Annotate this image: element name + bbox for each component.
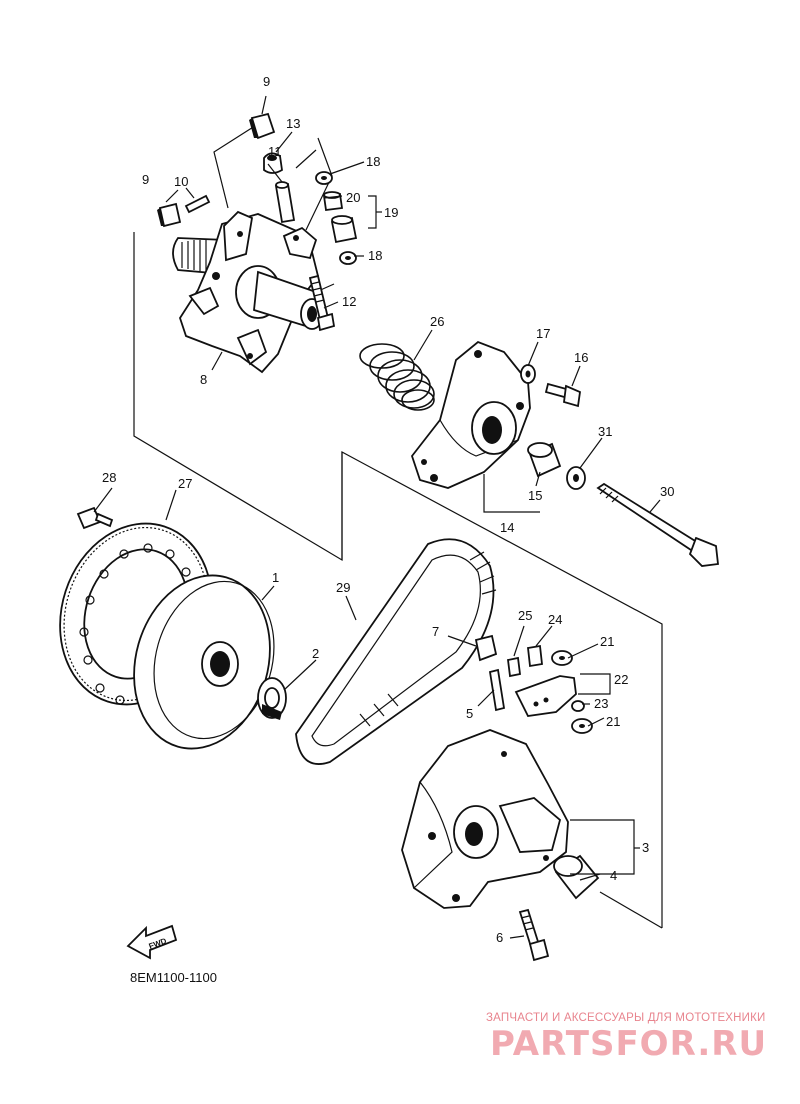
callout-30: 30 (660, 484, 674, 499)
part-28-bolt (76, 506, 114, 530)
callout-27: 27 (178, 476, 192, 491)
part-4-collar (553, 854, 600, 900)
part-5-pin (488, 668, 506, 712)
callout-28: 28 (102, 470, 116, 485)
callout-4: 4 (610, 868, 617, 883)
part-21-washer-bottom (571, 718, 593, 734)
callout-7: 7 (432, 624, 439, 639)
callout-9-left: 9 (142, 172, 149, 187)
callout-20: 20 (346, 190, 360, 205)
part-31-washer (566, 466, 586, 490)
callout-19: 19 (384, 205, 398, 220)
part-11-pin (274, 181, 296, 224)
part-9-slider-top (249, 112, 276, 140)
part-16-bolt (544, 382, 581, 408)
callout-9-top: 9 (263, 74, 270, 89)
callout-18-bottom: 18 (368, 248, 382, 263)
callout-21-bottom: 21 (606, 714, 620, 729)
callout-23: 23 (594, 696, 608, 711)
callout-11: 11 (268, 144, 282, 159)
callout-1: 1 (272, 570, 279, 585)
part-8-spider-hub (172, 210, 324, 374)
leader-lines (93, 95, 661, 939)
watermark-logo: PARTSFOR.RU (490, 1024, 768, 1064)
part-22-weight-arm (514, 675, 577, 717)
part-30-long-bolt (596, 482, 719, 567)
callout-2: 2 (312, 646, 319, 661)
part-2-bushing (257, 677, 287, 720)
callout-26: 26 (430, 314, 444, 329)
part-24-stud (527, 644, 543, 668)
callout-3: 3 (642, 840, 649, 855)
part-15-collar (527, 442, 562, 478)
callout-15: 15 (528, 488, 542, 503)
callout-25: 25 (518, 608, 532, 623)
part-21-washer-top (551, 650, 573, 666)
callout-24: 24 (548, 612, 562, 627)
part-12-bolt (308, 274, 336, 332)
callout-6: 6 (496, 930, 503, 945)
callout-18-top: 18 (366, 154, 380, 169)
part-18-washer-bottom (339, 251, 357, 265)
part-13-bushing (263, 152, 283, 174)
callout-13: 13 (286, 116, 300, 131)
callout-31: 31 (598, 424, 612, 439)
part-1-fixed-sheave (133, 574, 275, 750)
part-10-pin (184, 194, 211, 214)
part-6-bolt (518, 908, 550, 962)
callout-21-top: 21 (600, 634, 614, 649)
part-3-housing (401, 729, 569, 909)
diagram-code: 8EM1100-1100 (130, 970, 217, 985)
callout-10: 10 (174, 174, 188, 189)
part-14-cover (410, 340, 531, 489)
part-19-bracket (368, 195, 382, 229)
part-9-slider-left (157, 202, 182, 228)
callout-8: 8 (200, 372, 207, 387)
callout-17: 17 (536, 326, 550, 341)
part-25-stud (507, 656, 521, 678)
fwd-arrow-icon: FWD (126, 924, 178, 960)
part-19-roller (330, 215, 358, 244)
watermark-tagline: ЗАПЧАСТИ И АКСЕССУАРЫ ДЛЯ МОТОТЕХНИКИ (486, 1012, 766, 1024)
callout-5: 5 (466, 706, 473, 721)
callout-16: 16 (574, 350, 588, 365)
callout-29: 29 (336, 580, 350, 595)
part-23-pin (571, 700, 585, 712)
callout-12-text: 12 (342, 294, 356, 309)
part-29-drive-belt (295, 538, 497, 765)
part-7-nut (474, 634, 498, 662)
part-18-washer-top (315, 171, 333, 185)
part-20-roller (322, 191, 344, 212)
part-26-spring (359, 343, 435, 411)
part-17-washer (520, 364, 536, 384)
callout-14: 14 (500, 520, 514, 535)
callout-labels: 9 13 11 18 9 10 20 19 18 10 12 8 26 17 1… (102, 74, 674, 945)
callout-22: 22 (614, 672, 628, 687)
